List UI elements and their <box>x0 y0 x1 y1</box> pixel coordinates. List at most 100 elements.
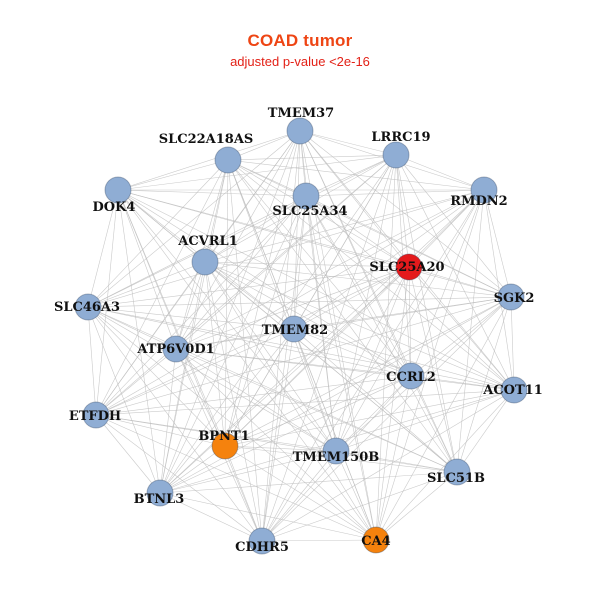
network-edge <box>224 189 485 447</box>
network-edge <box>87 261 206 308</box>
network-edge <box>117 154 397 191</box>
node-label-TMEM37: TMEM37 <box>268 106 334 121</box>
network-edge <box>261 328 295 542</box>
network-edge <box>261 450 337 542</box>
network-edge <box>335 266 410 452</box>
network-edge <box>375 471 458 541</box>
node-label-BTNL3: BTNL3 <box>134 492 185 507</box>
network-edge <box>175 348 226 447</box>
network-node-BTNL3 <box>146 479 174 507</box>
network-edge <box>261 154 397 542</box>
network-edge <box>95 375 412 416</box>
network-edge <box>456 389 515 473</box>
network-edge <box>335 375 412 452</box>
network-edge <box>305 195 337 452</box>
network-edge <box>87 306 97 416</box>
network-edge <box>175 154 397 350</box>
network-node-SLC25A34 <box>292 182 320 210</box>
network-edge <box>299 130 458 473</box>
network-edge <box>335 450 377 541</box>
network-edge <box>305 189 485 197</box>
network-edge <box>293 328 515 391</box>
node-label-BPNT1: BPNT1 <box>198 429 249 444</box>
network-edge <box>204 189 485 263</box>
network-edge <box>204 261 295 330</box>
network-node-ACVRL1 <box>191 248 219 276</box>
node-label-LRRC19: LRRC19 <box>371 130 430 145</box>
network-edge <box>87 306 337 452</box>
network-edge <box>159 130 301 494</box>
network-edge <box>261 189 485 542</box>
network-edge <box>87 189 119 308</box>
network-edge <box>335 450 458 473</box>
network-node-ACOT11 <box>500 376 528 404</box>
network-edge <box>87 195 307 308</box>
network-edge <box>299 130 512 298</box>
network-edge <box>117 189 263 542</box>
network-edge <box>175 189 485 350</box>
network-edge <box>159 266 410 494</box>
network-edge <box>87 306 458 473</box>
network-edge <box>204 261 377 541</box>
network-edge <box>305 154 397 197</box>
network-node-ATP6V0D1 <box>162 335 190 363</box>
network-edge <box>204 261 512 298</box>
network-edge <box>293 328 412 377</box>
node-label-RMDN2: RMDN2 <box>450 194 507 209</box>
network-edge <box>224 266 410 447</box>
network-edge <box>335 154 397 452</box>
network-edge <box>410 189 485 377</box>
network-edge <box>204 261 412 377</box>
network-edge <box>159 471 458 494</box>
network-edge <box>95 389 515 416</box>
network-edge <box>261 539 377 542</box>
network-edge <box>117 189 377 541</box>
network-node-SLC51B <box>443 458 471 486</box>
network-edge <box>408 266 458 473</box>
chart-title: COAD tumor <box>247 31 353 50</box>
nodes-layer <box>74 117 528 555</box>
network-edge <box>204 261 410 268</box>
network-edge <box>224 389 515 447</box>
network-edge <box>261 266 410 542</box>
network-edge <box>375 296 512 541</box>
network-edge <box>175 328 295 350</box>
node-label-SLC25A34: SLC25A34 <box>272 204 347 219</box>
network-edge <box>117 189 337 452</box>
network-edge <box>335 389 515 452</box>
network-edge <box>159 159 229 494</box>
network-edge <box>175 261 206 350</box>
network-edge <box>204 159 229 263</box>
network-edge <box>510 296 515 391</box>
network-edge <box>227 159 512 298</box>
network-edge <box>293 189 485 330</box>
network-edge <box>95 414 337 452</box>
node-label-ETFDH: ETFDH <box>69 409 121 424</box>
network-edge <box>293 266 410 330</box>
network-edge <box>227 159 410 268</box>
network-edge <box>95 266 410 416</box>
network-edge <box>175 348 515 391</box>
network-edge <box>293 328 458 473</box>
network-node-SLC46A3 <box>74 293 102 321</box>
network-edge <box>395 154 512 298</box>
network-edge <box>483 189 512 298</box>
network-edge <box>227 159 412 377</box>
network-edge <box>224 375 412 447</box>
network-edge <box>87 306 177 350</box>
network-edge <box>87 266 410 308</box>
network-node-DOK4 <box>104 176 132 204</box>
node-label-TMEM82: TMEM82 <box>262 323 328 338</box>
network-node-CA4 <box>362 526 390 554</box>
chart-subtitle: adjusted p-value <2e-16 <box>230 54 370 69</box>
network-edge <box>159 492 377 541</box>
network-edge <box>159 195 307 494</box>
network-edge <box>204 154 397 263</box>
network-edge <box>299 130 397 156</box>
network-edge <box>456 296 512 473</box>
network-edge <box>87 189 485 308</box>
network-node-TMEM82 <box>280 315 308 343</box>
network-edge <box>95 414 377 541</box>
node-label-SLC25A20: SLC25A20 <box>369 260 444 275</box>
